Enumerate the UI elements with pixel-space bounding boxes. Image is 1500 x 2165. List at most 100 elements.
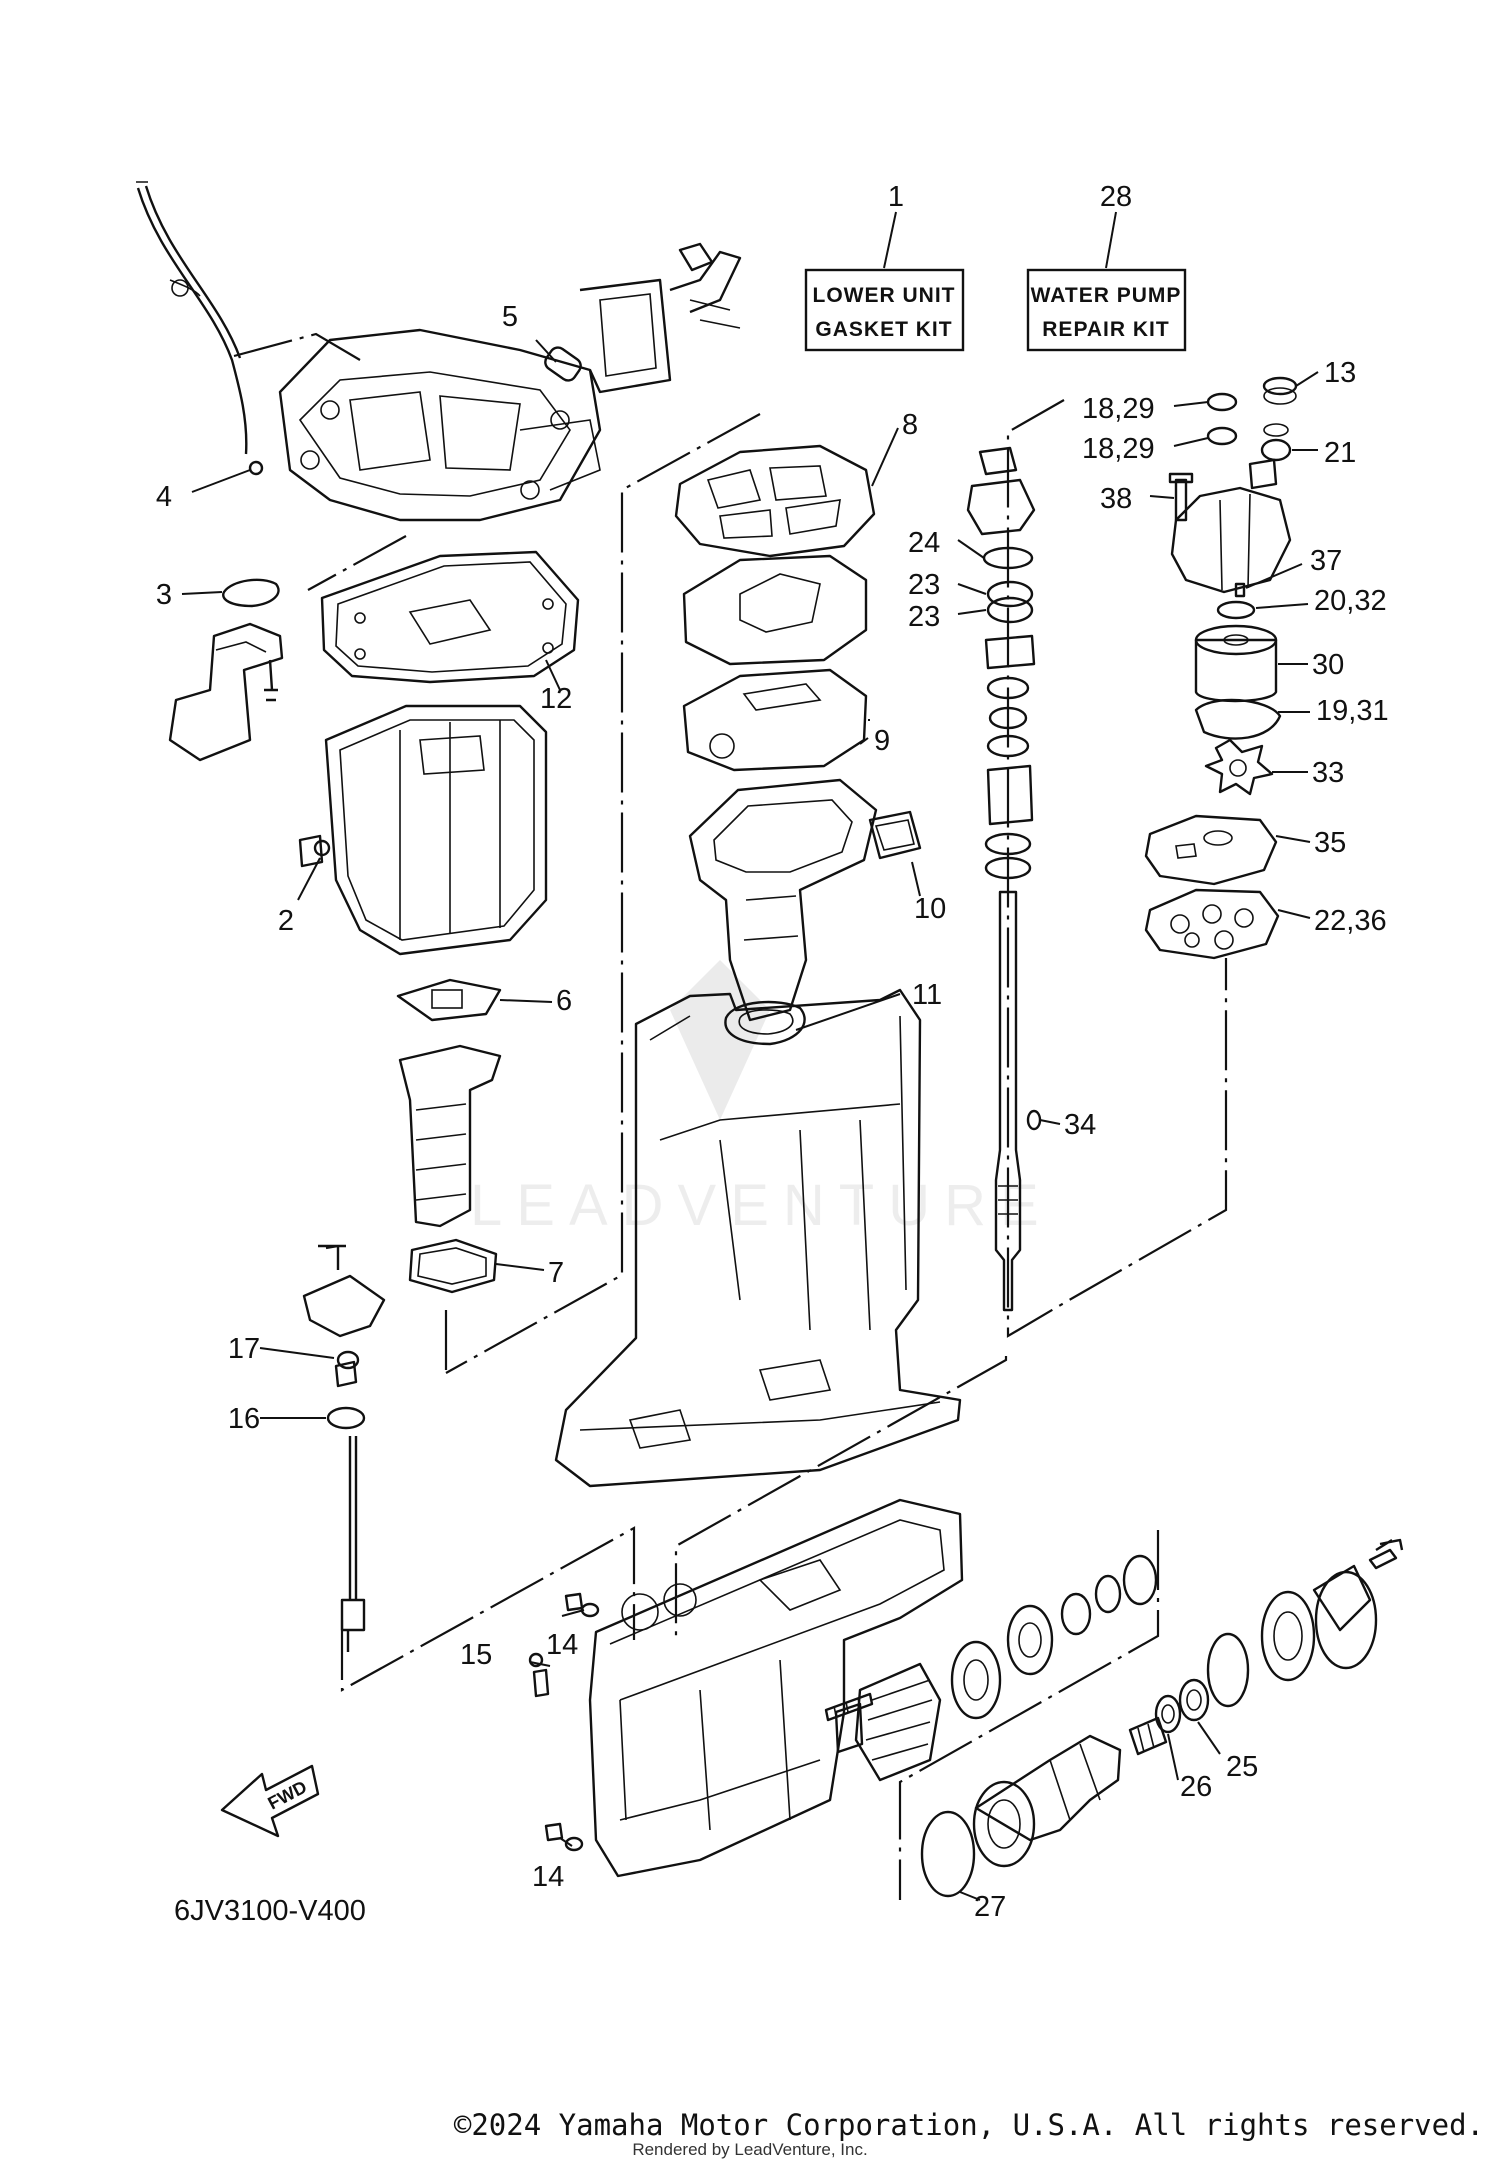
needle-bearing[interactable] bbox=[1128, 1716, 1168, 1756]
part-7-seal[interactable] bbox=[408, 1238, 498, 1294]
kit-label-line1: WATER PUMP bbox=[1031, 284, 1182, 307]
forward-gear-bearings[interactable] bbox=[950, 1554, 1158, 1720]
propeller-shaft-housing[interactable] bbox=[972, 1734, 1122, 1868]
muffler[interactable] bbox=[398, 1044, 502, 1228]
callout-17: 17 bbox=[228, 1333, 260, 1365]
callout-34: 34 bbox=[1064, 1109, 1096, 1141]
part-14-screw-lower[interactable] bbox=[544, 1822, 584, 1852]
callout-33: 33 bbox=[1312, 757, 1344, 789]
part-34-clip[interactable] bbox=[1026, 1109, 1042, 1131]
callout-19-31: 19,31 bbox=[1316, 695, 1389, 727]
callout-24: 24 bbox=[908, 527, 940, 559]
upper-case[interactable] bbox=[554, 988, 962, 1488]
exhaust-guide-valve[interactable] bbox=[579, 242, 742, 394]
part-3-gasket[interactable] bbox=[222, 578, 280, 608]
part-27-o-ring[interactable] bbox=[920, 1810, 976, 1898]
callout-12: 12 bbox=[540, 683, 572, 715]
exhaust-manifold[interactable] bbox=[688, 778, 878, 1022]
part-25-seal[interactable] bbox=[1178, 1678, 1210, 1722]
callout-6: 6 bbox=[556, 985, 572, 1017]
part-6-gasket[interactable] bbox=[396, 978, 502, 1022]
part-2-drain-screw-gasket[interactable] bbox=[313, 839, 331, 857]
diagram-code: 6JV3100-V400 bbox=[174, 1895, 366, 1927]
part-10-damper[interactable] bbox=[868, 810, 922, 860]
callout-14-lower: 14 bbox=[532, 1861, 564, 1893]
part-20-32-o-ring[interactable] bbox=[1216, 600, 1256, 620]
callout-37: 37 bbox=[1310, 545, 1342, 577]
callout-7: 7 bbox=[548, 1257, 564, 1289]
part-26-seal[interactable] bbox=[1154, 1694, 1182, 1734]
callout-28: 28 bbox=[1100, 181, 1132, 213]
watermark-text: LEADVENTURE bbox=[470, 1173, 1053, 1238]
callout-20-32: 20,32 bbox=[1314, 585, 1387, 617]
part-22-36-gasket[interactable] bbox=[1144, 888, 1280, 960]
callout-23-lower: 23 bbox=[908, 601, 940, 633]
drive-shaft-bearing-stack[interactable] bbox=[966, 446, 1036, 880]
callout-3: 3 bbox=[156, 579, 172, 611]
callout-10: 10 bbox=[914, 893, 946, 925]
callout-27: 27 bbox=[974, 1891, 1006, 1923]
kit-label-line1: LOWER UNIT bbox=[813, 284, 956, 307]
callout-13: 13 bbox=[1324, 357, 1356, 389]
rendered-by-notice: Rendered by LeadVenture, Inc. bbox=[632, 2140, 868, 2159]
kit-label-line2: REPAIR KIT bbox=[1042, 318, 1169, 341]
callout-11: 11 bbox=[912, 979, 942, 1011]
upper-casing[interactable] bbox=[278, 328, 602, 522]
water-pump-repair-kit-box[interactable]: WATER PUMP REPAIR KIT bbox=[1026, 268, 1187, 352]
callout-5: 5 bbox=[502, 301, 518, 333]
callout-21: 21 bbox=[1324, 437, 1356, 469]
oil-pan[interactable] bbox=[298, 704, 548, 956]
reverse-gear-assembly[interactable] bbox=[1206, 1538, 1404, 1708]
part-21-insert[interactable] bbox=[1260, 423, 1292, 462]
callout-30: 30 bbox=[1312, 649, 1344, 681]
part-9-gasket[interactable] bbox=[682, 668, 868, 772]
copyright-notice: ©2024 Yamaha Motor Corporation, U.S.A. A… bbox=[453, 2108, 1484, 2142]
part-33-impeller[interactable] bbox=[1204, 738, 1274, 796]
part-17-grommet[interactable] bbox=[336, 1350, 360, 1370]
part-18-29-seals[interactable] bbox=[1206, 392, 1238, 446]
part-30-cartridge[interactable] bbox=[1194, 624, 1278, 703]
part-35-outer-plate[interactable] bbox=[1144, 814, 1278, 886]
callout-14-upper: 14 bbox=[546, 1629, 578, 1661]
callout-18-29-upper: 18,29 bbox=[1082, 393, 1155, 425]
callout-18-29-lower: 18,29 bbox=[1082, 433, 1155, 465]
part-8-gasket[interactable] bbox=[674, 444, 876, 558]
part-15-washer[interactable] bbox=[528, 1652, 550, 1698]
part-19-31-seal[interactable] bbox=[1194, 698, 1282, 740]
lower-unit-gasket-kit-box[interactable]: LOWER UNIT GASKET KIT bbox=[804, 268, 965, 352]
part-13-seal[interactable] bbox=[1262, 376, 1298, 405]
callout-9: 9 bbox=[874, 725, 890, 757]
callout-4: 4 bbox=[156, 481, 172, 513]
fwd-arrow: FWD bbox=[220, 1764, 320, 1838]
shift-rod-assembly[interactable] bbox=[302, 1244, 386, 1652]
callout-38: 38 bbox=[1100, 483, 1132, 515]
callout-1: 1 bbox=[888, 181, 904, 213]
part-4-o-ring[interactable] bbox=[248, 460, 264, 476]
fwd-label: FWD bbox=[264, 1777, 310, 1814]
part-37-pin[interactable] bbox=[1234, 582, 1246, 598]
part-5-grommet[interactable] bbox=[542, 344, 584, 383]
lower-case[interactable] bbox=[588, 1498, 964, 1878]
exhaust-plate[interactable] bbox=[682, 554, 868, 666]
callout-16: 16 bbox=[228, 1403, 260, 1435]
part-12-gasket[interactable] bbox=[320, 550, 580, 684]
oil-strainer[interactable] bbox=[168, 622, 284, 762]
callout-15: 15 bbox=[460, 1639, 492, 1671]
water-intake-shaft[interactable] bbox=[824, 1692, 874, 1722]
callout-2: 2 bbox=[278, 905, 294, 937]
watermark-logo bbox=[670, 960, 770, 1120]
kit-label-line2: GASKET KIT bbox=[815, 318, 952, 341]
water-pump-housing[interactable] bbox=[1170, 458, 1292, 594]
callout-25: 25 bbox=[1226, 1751, 1258, 1783]
callout-35: 35 bbox=[1314, 827, 1346, 859]
part-38-bolt[interactable] bbox=[1168, 472, 1194, 522]
dipstick-tube[interactable] bbox=[136, 181, 248, 455]
callout-23-upper: 23 bbox=[908, 569, 940, 601]
drive-shaft[interactable] bbox=[994, 890, 1022, 1312]
callout-22-36: 22,36 bbox=[1314, 905, 1387, 937]
callout-26: 26 bbox=[1180, 1771, 1212, 1803]
pinion-forward-gear[interactable] bbox=[834, 1662, 942, 1782]
callout-8: 8 bbox=[902, 409, 918, 441]
